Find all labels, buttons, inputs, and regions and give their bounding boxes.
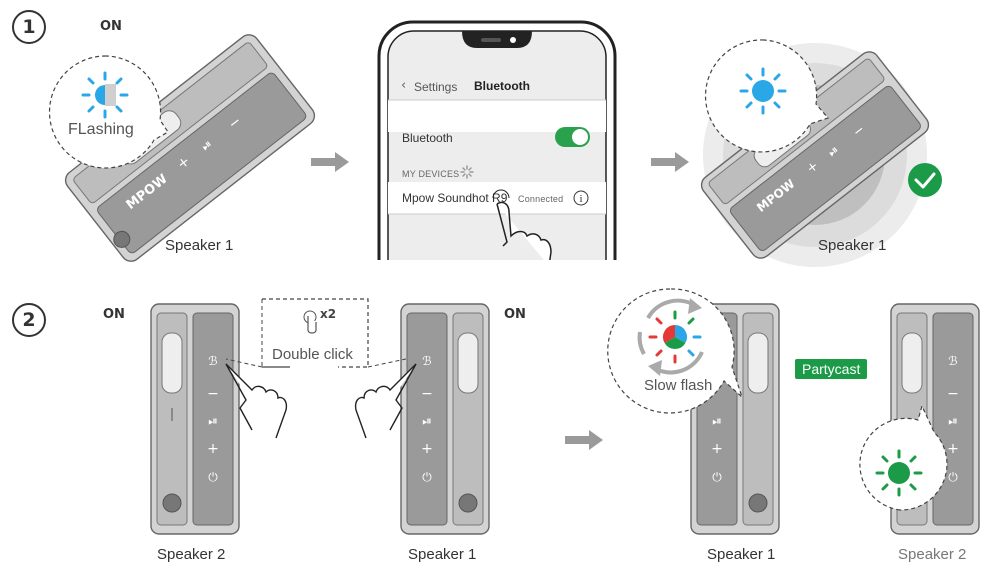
slow-flash-bubble [607, 288, 744, 414]
svg-text:⏯: ⏯ [208, 414, 218, 428]
slow-flash-label: Slow flash [644, 377, 713, 394]
green-light-bubble [859, 404, 948, 511]
step-2-number-text: 2 [22, 309, 36, 331]
chevron-left-icon[interactable]: ‹ [401, 78, 407, 93]
svg-text:i: i [579, 193, 582, 205]
double-click-callout [225, 298, 407, 368]
step-2-right-on-label: ON [504, 307, 526, 322]
svg-text:⏻: ⏻ [422, 470, 432, 484]
svg-text:−: − [947, 386, 959, 402]
svg-text:⏯: ⏯ [712, 414, 722, 428]
svg-text:+: + [421, 441, 433, 457]
svg-text:ℬ: ℬ [948, 354, 957, 368]
bluetooth-toggle[interactable] [555, 126, 591, 148]
svg-text:−: − [207, 386, 219, 402]
spinner-icon [460, 165, 474, 179]
bluetooth-toggle-label: Bluetooth [402, 131, 453, 145]
svg-text:+: + [947, 441, 959, 457]
speaker-2-caption: Speaker 2 [157, 546, 226, 563]
phone-illustration: ‹ Settings Bluetooth Bluetooth MY DEVICE… [377, 20, 617, 260]
my-devices-header: MY DEVICES [402, 169, 460, 179]
light-icon-green [875, 449, 923, 497]
svg-text:⏻: ⏻ [208, 470, 218, 484]
light-icon [81, 71, 129, 119]
double-click-label: Double click [272, 346, 353, 363]
finger-tap-icon-small [303, 310, 317, 334]
connected-speaker-1-caption: Speaker 1 [818, 237, 887, 254]
result-speaker-1-caption: Speaker 1 [707, 546, 776, 563]
hand-icon-right [354, 363, 417, 439]
phone-back-button[interactable]: Settings [414, 80, 458, 94]
device-list-item-name[interactable]: Mpow Soundhot R9 [402, 191, 508, 205]
svg-text:⏻: ⏻ [948, 470, 958, 484]
svg-text:⏯: ⏯ [422, 414, 432, 428]
svg-text:+: + [711, 441, 723, 457]
light-icon-multicolor [648, 310, 702, 364]
check-icon [908, 163, 942, 197]
flashing-label: FLashing [68, 121, 134, 138]
svg-text:ℬ: ℬ [208, 354, 217, 368]
svg-text:+: + [207, 441, 219, 457]
step-2-number: 2 [12, 303, 46, 337]
phone-frame [377, 20, 617, 260]
svg-text:⏻: ⏻ [712, 470, 722, 484]
light-icon-solid-blue [739, 67, 787, 115]
arrow-right-icon [311, 152, 349, 172]
flashing-bubble [48, 55, 169, 169]
cycle-arrows-icon [637, 298, 704, 376]
double-click-count: x2 [320, 307, 337, 321]
arrow-right-icon-3 [565, 430, 603, 450]
step-2-left-on-label: ON [103, 307, 125, 322]
svg-text:ℬ: ℬ [422, 354, 431, 368]
info-icon[interactable]: i [573, 190, 589, 206]
step-1-on-label: ON [100, 19, 122, 34]
speaker-1-tilted-illustration: MPOW + ⏯ − [64, 34, 316, 262]
speaker-1-caption-row2: Speaker 1 [408, 546, 477, 563]
result-speaker-2-caption: Speaker 2 [898, 546, 967, 563]
svg-text:−: − [421, 386, 433, 402]
speaker-1-caption: Speaker 1 [165, 237, 234, 254]
partycast-badge: Partycast [795, 359, 868, 379]
speaker-2-vertical-illustration: ℬ − ⏯ + ⏻ [150, 303, 240, 535]
step-1-number-text: 1 [22, 16, 36, 38]
phone-screen-title: Bluetooth [474, 79, 530, 93]
speaker-1-vertical-illustration: ℬ − ⏯ + ⏻ [400, 303, 490, 535]
step-1-number: 1 [12, 10, 46, 44]
device-connected-status: Connected [518, 194, 564, 204]
arrow-right-icon-2 [651, 152, 689, 172]
hand-icon-left [225, 363, 288, 439]
svg-text:⏯: ⏯ [948, 414, 958, 428]
finger-tap-icon [492, 189, 552, 260]
